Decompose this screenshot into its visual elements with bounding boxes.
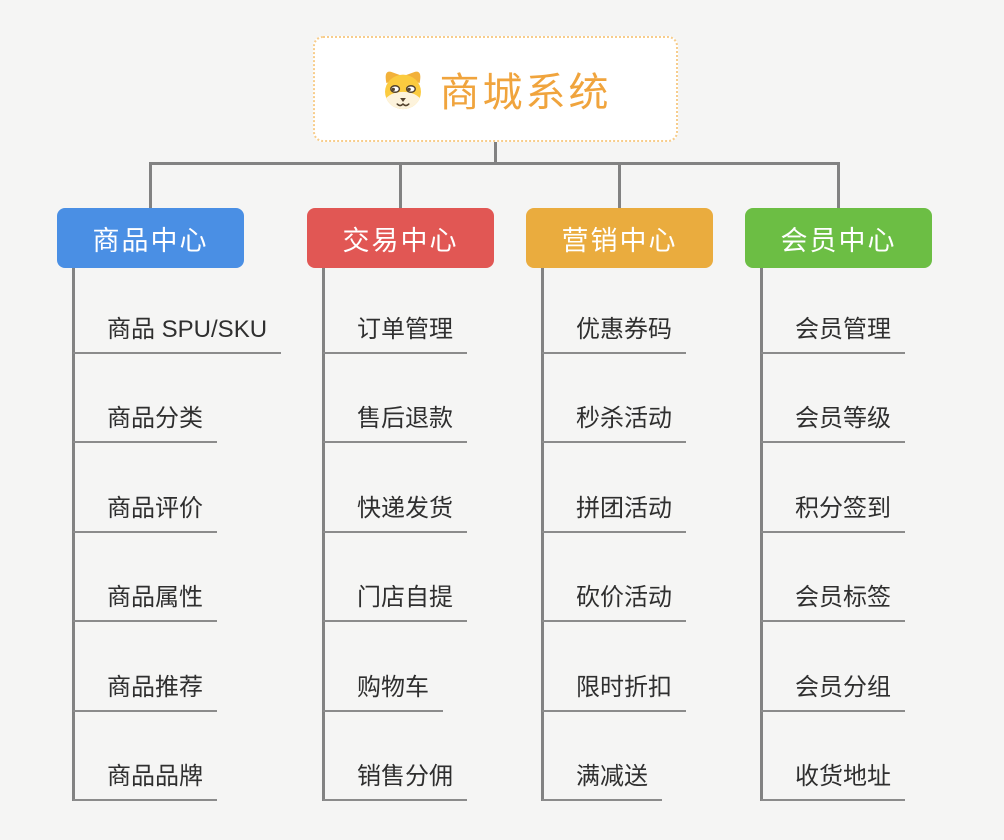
leaf-node[interactable]: 会员等级 (761, 405, 905, 443)
connector-drop-2 (399, 162, 402, 208)
leaf-node[interactable]: 限时折扣 (542, 674, 686, 712)
leaf-node[interactable]: 商品评价 (73, 495, 217, 533)
leaf-node[interactable]: 收货地址 (761, 763, 905, 801)
root-title: 商城系统 (439, 71, 612, 115)
leaf-node[interactable]: 积分签到 (761, 495, 905, 533)
branch-node-product-center[interactable]: 商品中心 (57, 208, 244, 268)
branch-node-marketing-center[interactable]: 营销中心 (526, 208, 713, 268)
branch-node-trade-center[interactable]: 交易中心 (307, 208, 494, 268)
leaf-node[interactable]: 门店自提 (323, 584, 467, 622)
root-node-mall-system[interactable]: 商城系统 (313, 36, 678, 142)
leaf-node[interactable]: 满减送 (542, 763, 662, 801)
connector-drop-1 (149, 162, 152, 208)
leaf-node[interactable]: 商品推荐 (73, 674, 217, 712)
leaf-node[interactable]: 会员标签 (761, 584, 905, 622)
leaf-node[interactable]: 秒杀活动 (542, 405, 686, 443)
connector-drop-4 (837, 162, 840, 208)
leaf-node[interactable]: 销售分佣 (323, 763, 467, 801)
leaf-node[interactable]: 砍价活动 (542, 584, 686, 622)
leaf-node[interactable]: 会员分组 (761, 674, 905, 712)
dog-face-icon (380, 66, 426, 112)
connector-horizontal (149, 162, 840, 165)
branch-spine-4 (760, 268, 763, 801)
leaf-node[interactable]: 商品品牌 (73, 763, 217, 801)
branch-spine-1 (72, 268, 75, 801)
leaf-node[interactable]: 订单管理 (323, 316, 467, 354)
leaf-node[interactable]: 会员管理 (761, 316, 905, 354)
leaf-node[interactable]: 快递发货 (323, 495, 467, 533)
leaf-node[interactable]: 购物车 (323, 674, 443, 712)
branch-spine-3 (541, 268, 544, 801)
connector-root-stem (494, 140, 497, 164)
leaf-node[interactable]: 商品分类 (73, 405, 217, 443)
branch-spine-2 (322, 268, 325, 801)
leaf-node[interactable]: 售后退款 (323, 405, 467, 443)
connector-drop-3 (618, 162, 621, 208)
leaf-node[interactable]: 商品属性 (73, 584, 217, 622)
leaf-node[interactable]: 拼团活动 (542, 495, 686, 533)
leaf-node[interactable]: 商品 SPU/SKU (73, 316, 282, 354)
branch-node-member-center[interactable]: 会员中心 (745, 208, 932, 268)
leaf-node[interactable]: 优惠券码 (542, 316, 686, 354)
